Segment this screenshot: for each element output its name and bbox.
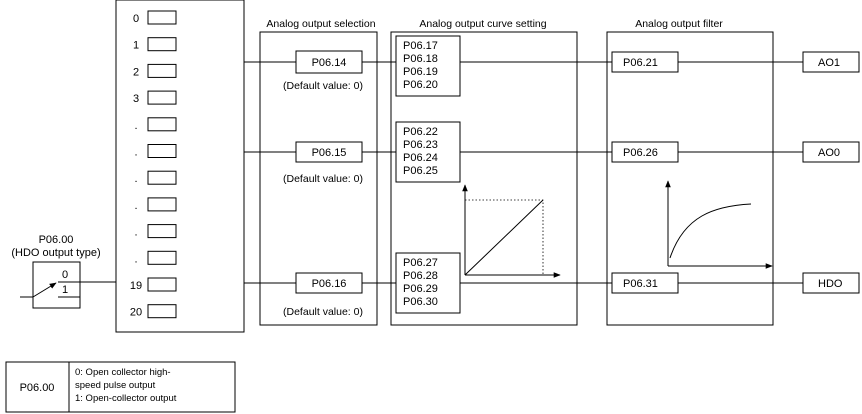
curve-param: P06.20 (403, 79, 438, 91)
row-hdo: P06.16 (Default value: 0) P06.27 P06.28 … (244, 252, 860, 318)
selector-param: P06.14 (312, 57, 347, 69)
default-value-note: (Default value: 0) (283, 173, 363, 185)
filter-param: P06.21 (623, 57, 658, 69)
hdo-type-option-0: 0 (62, 269, 68, 281)
curve-param: P06.27 (403, 257, 438, 269)
curve-params-box (395, 35, 461, 97)
filter-response-graph (665, 180, 773, 269)
legend-line: speed pulse output (75, 380, 156, 391)
source-slot-box (147, 117, 177, 132)
curve-param: P06.25 (403, 165, 438, 177)
section-title-curve: Analog output curve setting (419, 18, 546, 30)
curve-param: P06.29 (403, 283, 438, 295)
curve-param: P06.17 (403, 40, 438, 52)
section-title-selection: Analog output selection (266, 18, 375, 30)
source-slot-box (147, 224, 177, 239)
filter-graph-curve (669, 203, 752, 259)
curve-param: P06.22 (403, 126, 438, 138)
output-terminal: HDO (818, 278, 843, 290)
source-label: 2 (133, 66, 139, 78)
source-slot-box (147, 277, 177, 292)
section-title-filter: Analog output filter (635, 18, 723, 30)
legend-desc-cell (68, 361, 236, 413)
legend-line: 0: Open collector high- (75, 367, 171, 378)
source-label: 0 (133, 13, 139, 25)
p06-00-legend: P06.00 0: Open collector high- speed pul… (5, 361, 236, 413)
source-list-panel (115, 0, 245, 333)
source-slot-box (147, 304, 177, 319)
legend-line: 1: Open-collector output (75, 393, 177, 404)
filter-param: P06.31 (623, 278, 658, 290)
curve-param: P06.23 (403, 139, 438, 151)
source-label: . (134, 173, 137, 185)
source-label: . (134, 120, 137, 132)
hdo-switch-blade (32, 282, 57, 298)
curve-param: P06.28 (403, 270, 438, 282)
linear-curve-graph (462, 184, 561, 278)
source-slot-box (147, 144, 177, 158)
source-list: 0 1 2 3...... 19 20 (130, 10, 177, 319)
output-box (802, 51, 860, 73)
curve-param: P06.18 (403, 53, 438, 65)
selector-param: P06.15 (312, 147, 347, 159)
source-label: 20 (130, 307, 142, 319)
row-ao0: P06.15 (Default value: 0) P06.22 P06.23 … (244, 121, 860, 185)
linear-graph-line (464, 199, 544, 276)
hdo-type-switch-box (32, 261, 81, 309)
source-slot-box (147, 37, 177, 52)
output-box (802, 141, 860, 163)
source-slot-box (147, 90, 177, 105)
source-slot-box (147, 250, 177, 265)
default-value-note: (Default value: 0) (283, 80, 363, 92)
filter-param: P06.26 (623, 147, 658, 159)
curve-param: P06.30 (403, 296, 438, 308)
curve-param: P06.19 (403, 66, 438, 78)
output-terminal: AO1 (818, 57, 840, 69)
hdo-type-code: P06.00 (39, 234, 74, 246)
source-slot-box (147, 63, 177, 78)
source-label: . (134, 253, 137, 265)
curve-param: P06.24 (403, 152, 438, 164)
selector-param: P06.16 (312, 278, 347, 290)
legend-code-cell (5, 361, 70, 413)
output-terminal: AO0 (818, 147, 840, 159)
hdo-type-option-1: 1 (62, 284, 68, 296)
output-box (802, 272, 860, 294)
source-slot-box (147, 170, 177, 185)
source-label: 19 (130, 280, 142, 292)
source-slot-box (147, 197, 177, 212)
row-ao1: P06.14 (Default value: 0) P06.17 P06.18 … (244, 35, 860, 97)
default-value-note: (Default value: 0) (283, 306, 363, 318)
source-label: . (134, 200, 137, 212)
legend-code: P06.00 (20, 382, 55, 394)
curve-params-box (395, 121, 461, 183)
source-label: . (134, 227, 137, 239)
source-label: 3 (133, 93, 139, 105)
source-label: 1 (133, 40, 139, 52)
hdo-type-label: (HDO output type) (11, 247, 100, 259)
source-label: . (134, 147, 137, 159)
source-slot-box (147, 10, 177, 25)
linear-graph-guide (465, 199, 544, 275)
